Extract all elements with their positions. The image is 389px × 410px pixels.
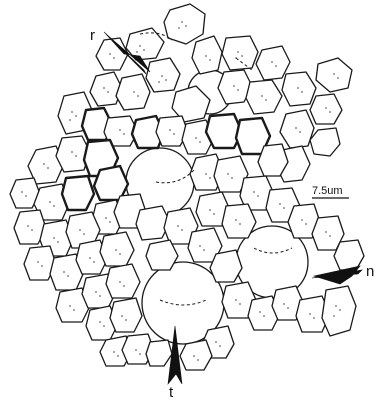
cell xyxy=(164,4,205,44)
label-n: n xyxy=(366,263,374,280)
cell xyxy=(246,80,282,114)
cell xyxy=(316,58,352,92)
label-r: r xyxy=(90,27,95,44)
arrow-n xyxy=(312,266,362,284)
cell xyxy=(222,36,258,70)
cell xyxy=(310,94,342,124)
cell xyxy=(106,264,140,298)
cell xyxy=(282,72,316,106)
cell xyxy=(256,46,290,80)
cell xyxy=(280,110,314,148)
cell xyxy=(116,74,150,110)
cell xyxy=(90,72,122,106)
cell xyxy=(322,286,356,336)
cell xyxy=(222,204,256,238)
cell xyxy=(94,166,128,200)
cell xyxy=(62,176,94,210)
cell xyxy=(100,232,134,266)
scale-bar: 7.5um xyxy=(312,185,349,198)
cell xyxy=(334,240,364,270)
cell xyxy=(310,128,340,156)
label-t: t xyxy=(169,384,174,401)
cell xyxy=(146,340,172,366)
scale-bar-label: 7.5um xyxy=(312,185,343,197)
cell xyxy=(146,58,180,92)
cell xyxy=(192,36,222,74)
cell xyxy=(96,38,128,70)
cell xyxy=(110,298,142,332)
